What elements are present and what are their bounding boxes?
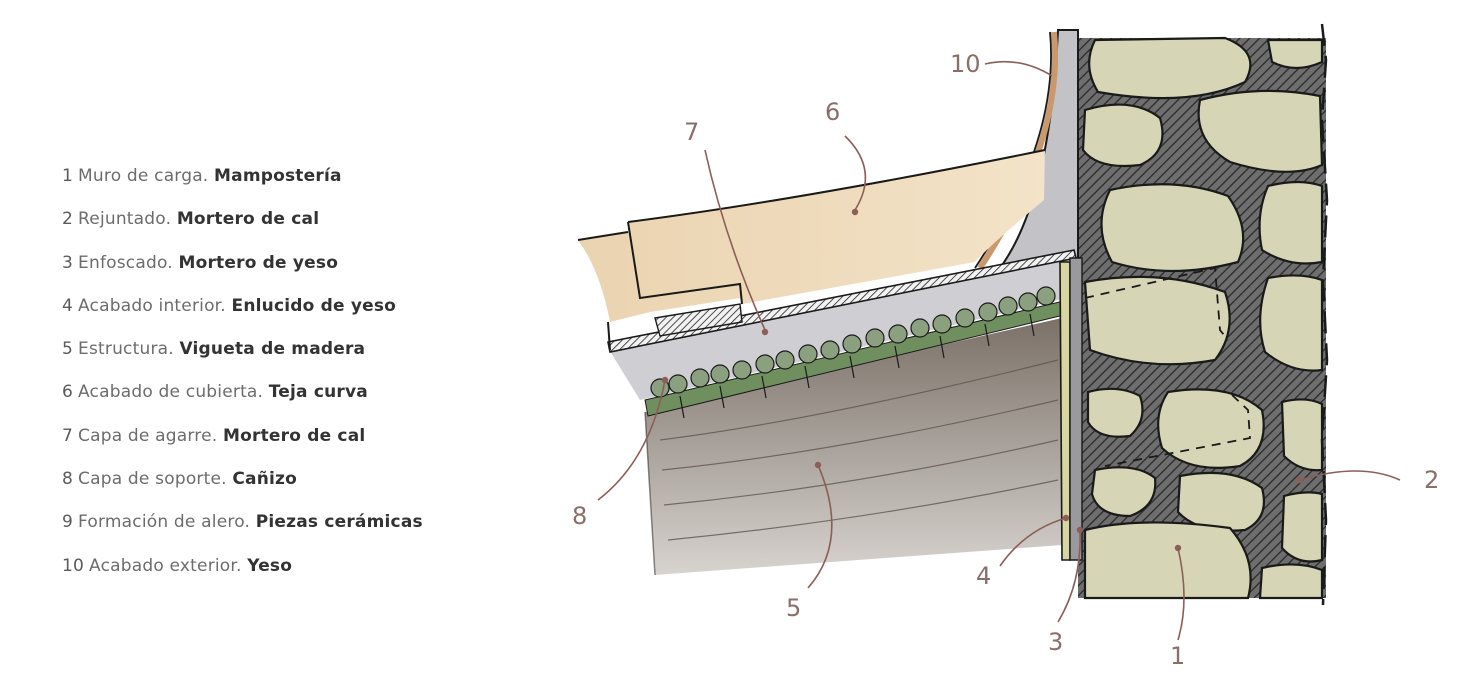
hidden-joist-line bbox=[1084, 266, 1251, 467]
leader-3 bbox=[1057, 529, 1081, 623]
stone-5 bbox=[1100, 183, 1245, 273]
stone-12 bbox=[1090, 466, 1157, 518]
callout-5: 5 bbox=[786, 594, 801, 622]
stone-13 bbox=[1176, 471, 1266, 532]
rendering-layer bbox=[1069, 257, 1083, 561]
leader-7 bbox=[704, 149, 766, 331]
callout-2: 2 bbox=[1424, 466, 1439, 494]
stone-15 bbox=[1083, 521, 1252, 600]
mortar-bed bbox=[608, 255, 1075, 400]
callout-8: 8 bbox=[572, 502, 587, 530]
stone-14 bbox=[1280, 491, 1324, 563]
leader-10 bbox=[984, 60, 1053, 77]
leader-6 bbox=[844, 135, 867, 211]
stone-11 bbox=[1280, 398, 1324, 472]
stone-3 bbox=[1081, 103, 1164, 168]
stone-6 bbox=[1258, 180, 1324, 265]
leader-8 bbox=[597, 379, 666, 501]
leader-2 bbox=[1299, 470, 1401, 481]
callout-4: 4 bbox=[976, 562, 991, 590]
stone-9 bbox=[1086, 387, 1144, 438]
callout-1: 1 bbox=[1170, 642, 1185, 670]
timber-joist bbox=[645, 318, 1062, 575]
wall-cut-line bbox=[1320, 23, 1329, 606]
reed-layer bbox=[644, 286, 1069, 419]
callout-7: 7 bbox=[684, 118, 699, 146]
leader-5 bbox=[807, 464, 833, 589]
callout-6: 6 bbox=[825, 98, 840, 126]
leader-lines bbox=[597, 60, 1401, 641]
callout-3: 3 bbox=[1048, 628, 1063, 656]
callout-10: 10 bbox=[950, 50, 981, 78]
leader-4 bbox=[999, 517, 1067, 567]
stone-16 bbox=[1258, 563, 1324, 600]
stone-8 bbox=[1259, 274, 1324, 372]
masonry-wall bbox=[1078, 23, 1329, 606]
stone-7 bbox=[1083, 275, 1231, 366]
stone-4 bbox=[1197, 89, 1324, 173]
stone-2 bbox=[1266, 38, 1324, 70]
leader-1 bbox=[1177, 547, 1185, 641]
roof-tile bbox=[578, 150, 1045, 322]
stone-1 bbox=[1088, 36, 1252, 100]
stone-10 bbox=[1157, 388, 1265, 469]
